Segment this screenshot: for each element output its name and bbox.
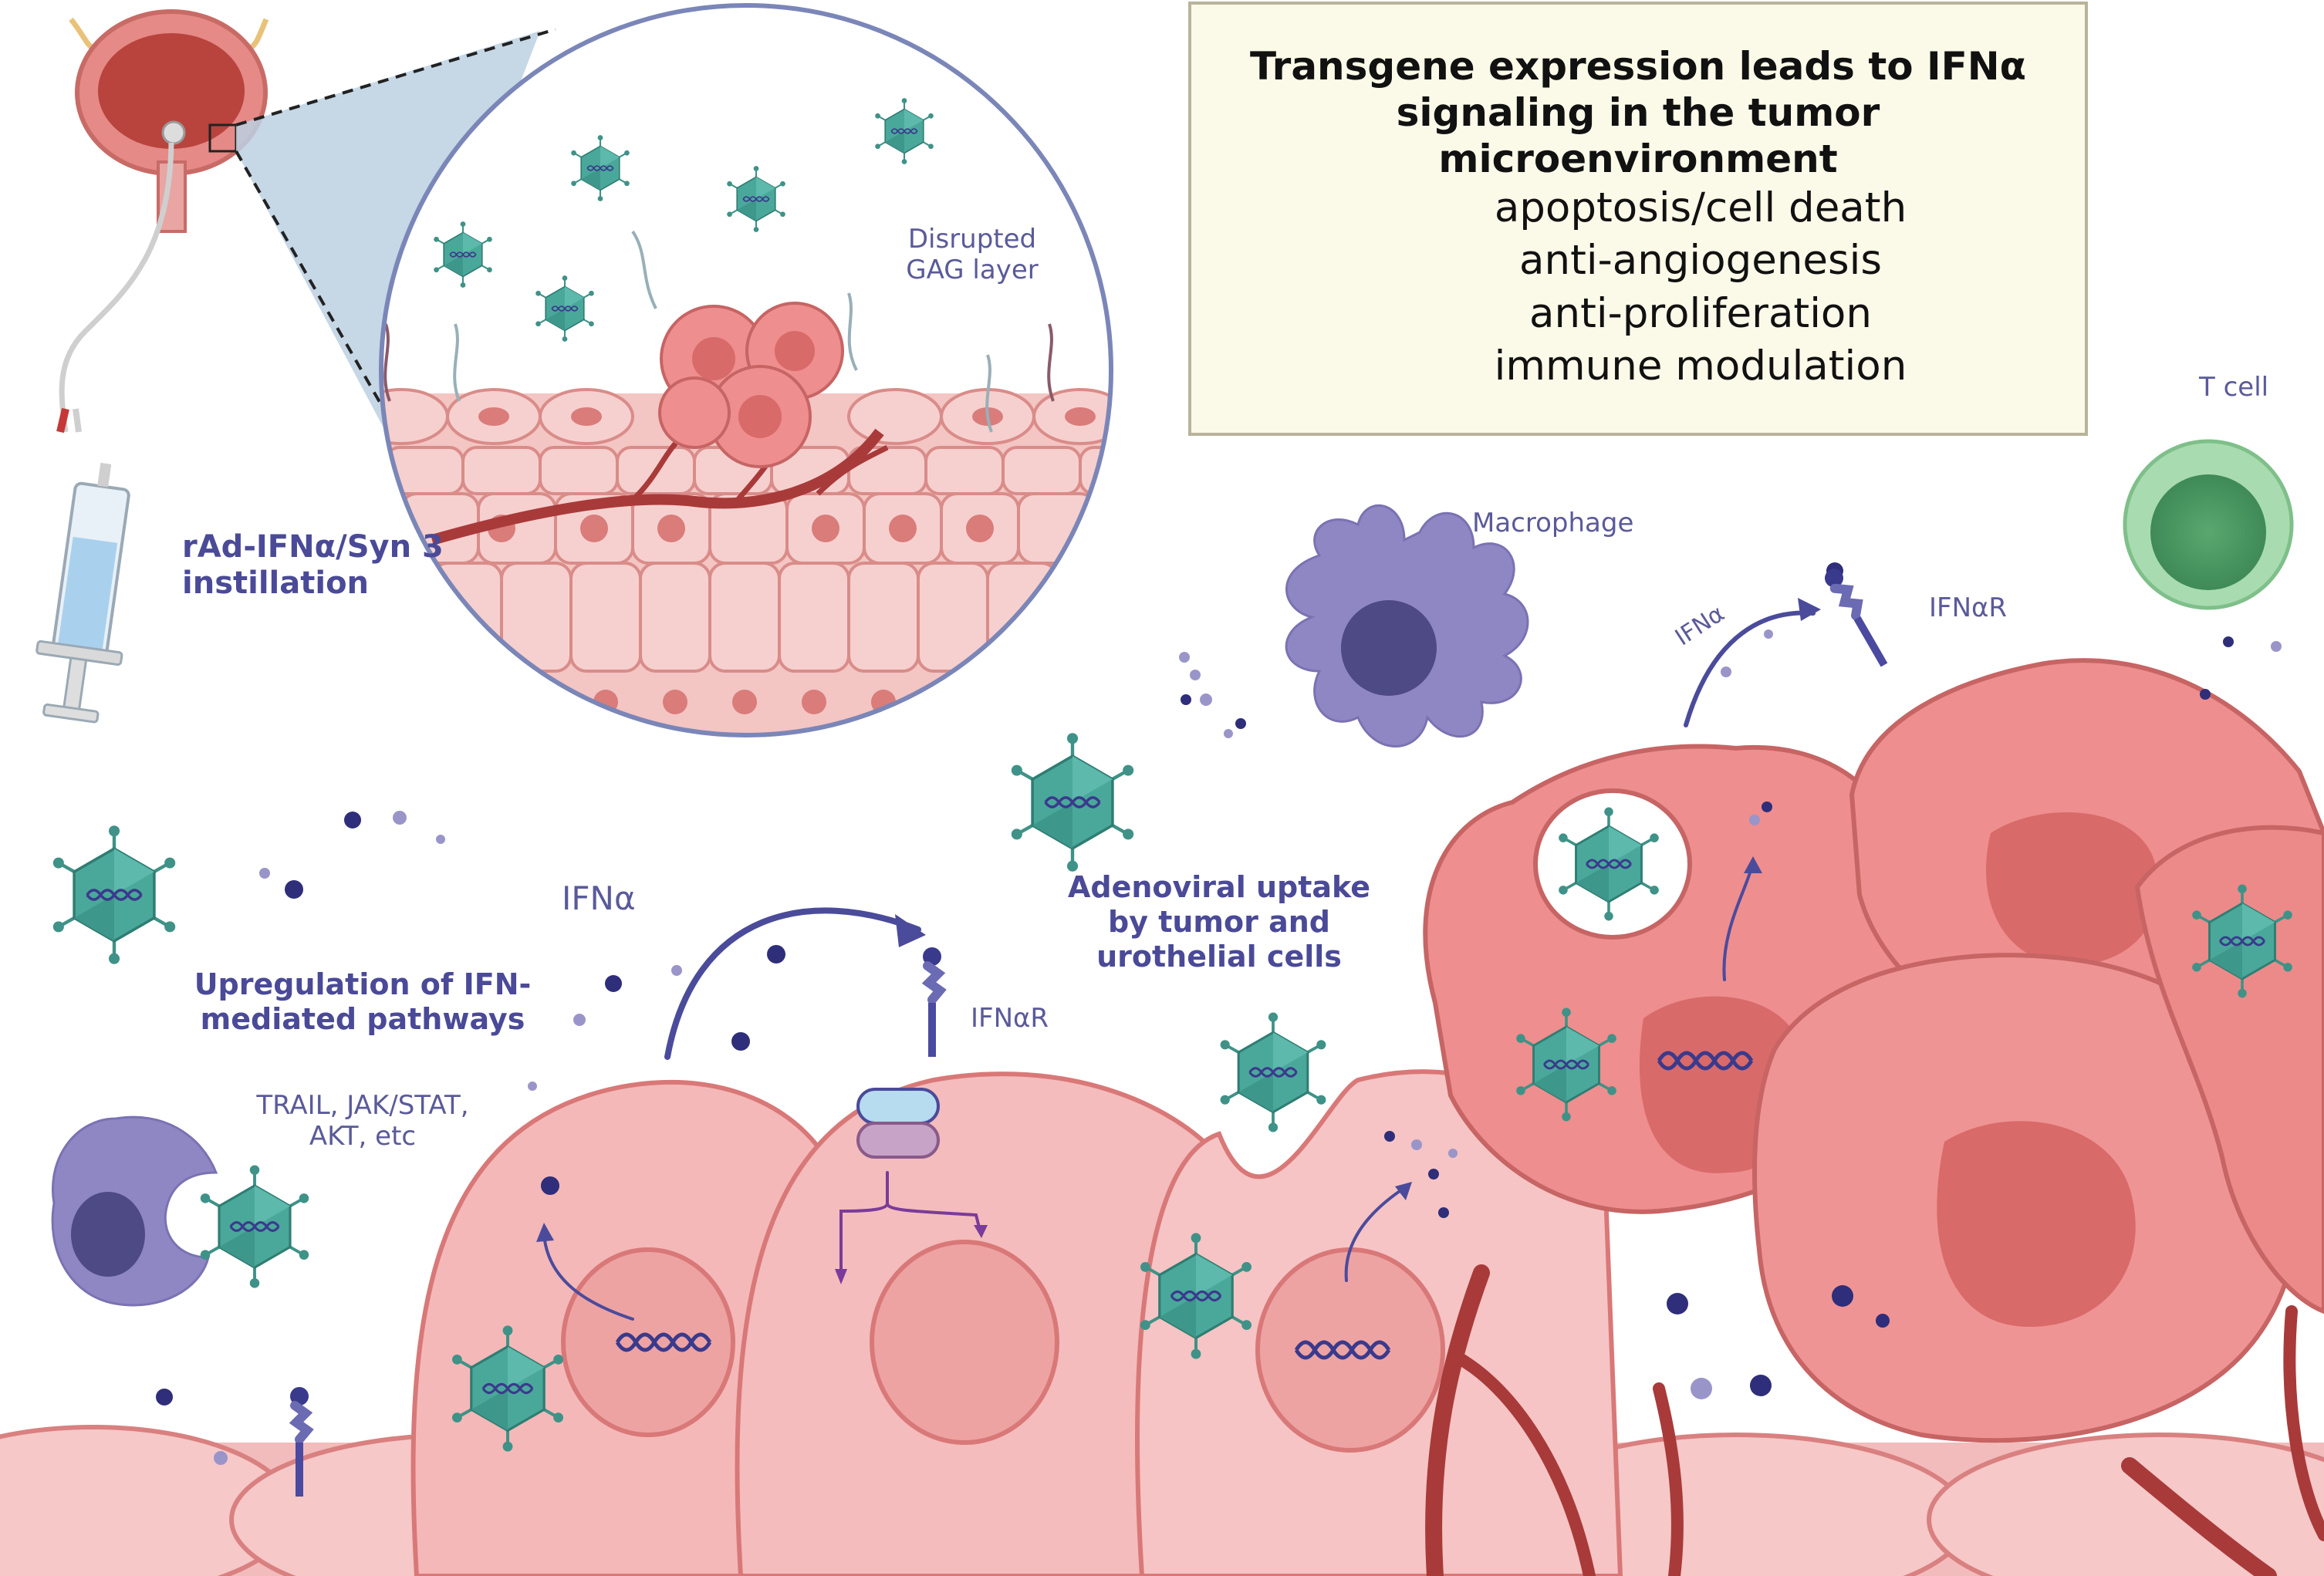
virus-icon (198, 1163, 311, 1290)
ifnar-receptor (923, 947, 941, 1057)
uptake-label-line3: urothelial cells (1096, 939, 1342, 974)
tumor-cell-3 (1752, 953, 2302, 1443)
macrophage-cell (1285, 504, 1529, 748)
virus-icon (53, 825, 175, 964)
uptake-label-line1: Adenoviral uptake (1067, 870, 1371, 904)
arrowheads (536, 598, 1821, 1284)
magnifier-lines (235, 28, 556, 440)
blood-vessels (1425, 1264, 2324, 1576)
effect-item: anti-angiogenesis (1519, 237, 1882, 285)
pathways-label-line1: TRAIL, JAK/STAT, (256, 1090, 469, 1121)
gag-label: Disrupted GAG layer (880, 224, 1065, 285)
ifn-secretion-arrows (542, 610, 1816, 1321)
gag-label-line1: Disrupted (907, 224, 1037, 255)
syringe-icon (35, 462, 130, 724)
tumor-cell-4 (2134, 825, 2324, 1314)
bladder-icon (56, 9, 269, 434)
effect-item: anti-proliferation (1529, 289, 1872, 337)
virus-icon (1012, 733, 1133, 872)
pathways-label: TRAIL, JAK/STAT, AKT, etc (216, 1090, 509, 1152)
ifna-label: IFNα (562, 879, 636, 917)
ifnar-receptor (1822, 565, 1893, 670)
t-cell-label: T cell (2199, 372, 2269, 403)
upregulation-label: Upregulation of IFN- mediated pathways (177, 967, 548, 1037)
urothelial-cell-1 (410, 1079, 836, 1576)
zoom-circle (379, 3, 1113, 737)
effect-item: apoptosis/cell death (1494, 184, 1907, 231)
gag-strands (383, 230, 1055, 433)
t-cell (2123, 439, 2294, 610)
upregulation-label-line2: mediated pathways (200, 1001, 525, 1036)
summary-box: Transgene expression leads to IFNα signa… (1188, 2, 2088, 436)
uptake-label: Adenoviral uptake by tumor and urothelia… (1065, 870, 1373, 974)
gag-label-line2: GAG layer (906, 255, 1039, 286)
ifnar-label-tumor: IFNαR (1929, 592, 2008, 623)
instillation-label-line2: instillation (182, 565, 370, 602)
macrophage-engulfing (51, 1115, 218, 1307)
instillation-label: rAd-IFNα/Syn 3 instillation (182, 529, 444, 602)
instillation-label-line1: rAd-IFNα/Syn 3 (182, 529, 444, 565)
uptake-label-line2: by tumor and (1108, 904, 1330, 939)
pathways-label-line2: AKT, etc (309, 1121, 417, 1152)
ifn-alpha-particles (156, 562, 2282, 1465)
effect-item: immune modulation (1494, 343, 1907, 390)
virus-icon (1218, 1011, 1328, 1134)
jak-complex (856, 1088, 940, 1159)
macrophage-label: Macrophage (1472, 508, 1634, 538)
effects-list: apoptosis/cell death anti-angiogenesis a… (1407, 182, 1994, 393)
summary-title: Transgene expression leads to IFNα signa… (1191, 43, 2085, 182)
upregulation-label-line1: Upregulation of IFN- (194, 967, 532, 1001)
summary-title-line1: Transgene expression leads to IFNα (1250, 44, 2026, 89)
summary-title-line2: signaling in the tumor microenvironment (1396, 90, 1880, 181)
ifnar-label: IFNαR (971, 1003, 1049, 1034)
tumor-cluster (658, 302, 844, 468)
